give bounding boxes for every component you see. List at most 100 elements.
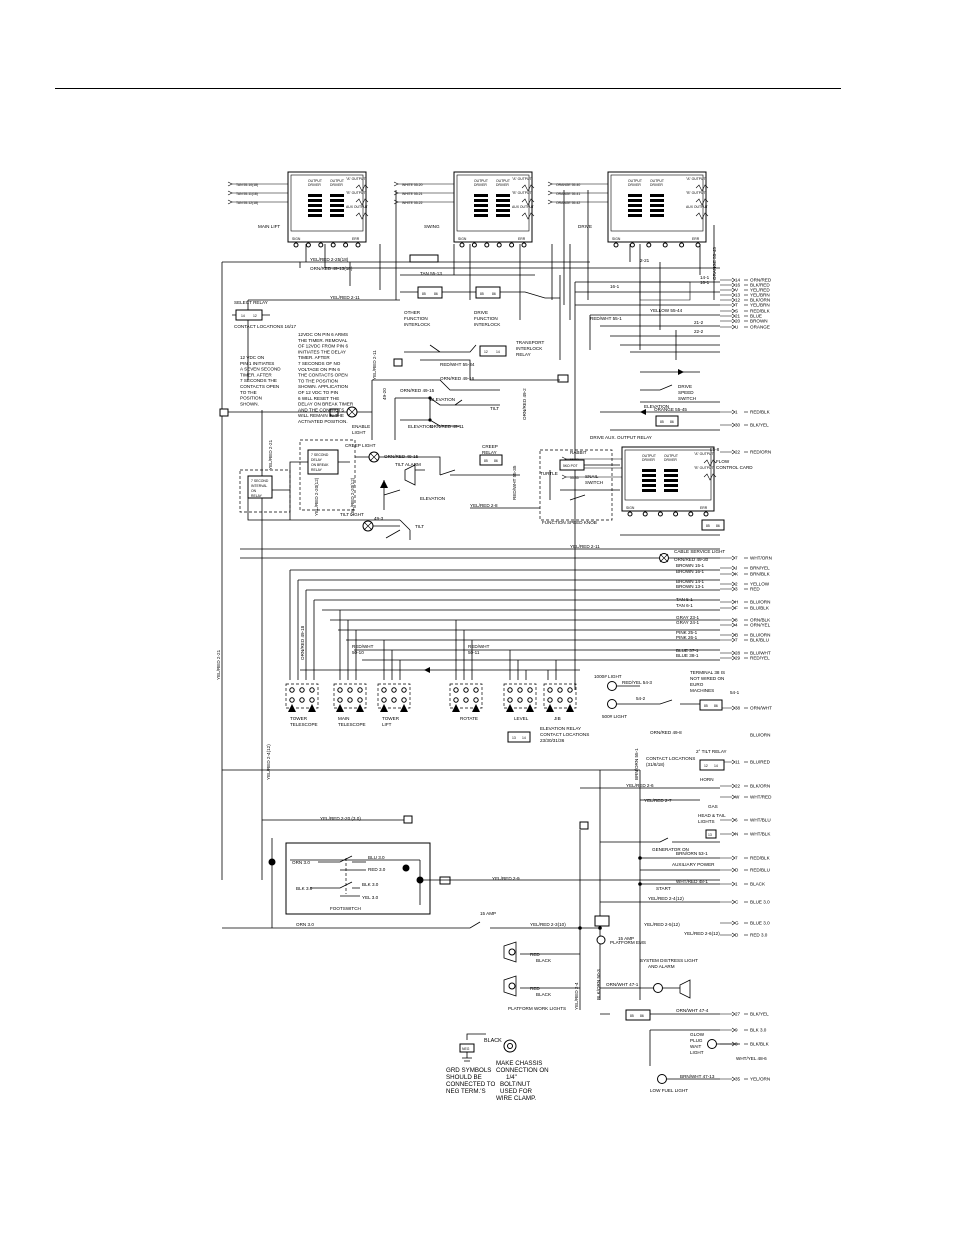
note-line: THE CONTACTS OPEN [298, 373, 348, 378]
svg-text:MAKE CHASSIS: MAKE CHASSIS [496, 1060, 542, 1067]
pin-number: 29 [735, 656, 741, 661]
wire-color: RED/BLU [750, 868, 770, 873]
wire-color: BLK/BLU [750, 638, 769, 643]
delay-relays: 7 SECOND DELAY ON BREAK RELAY 7 SECOND I… [239, 439, 400, 521]
wire-id: TAN 6-1 [676, 603, 693, 608]
driver-label: OUTPUT [308, 179, 322, 183]
svg-text:85: 85 [484, 459, 488, 463]
svg-text:23/30/31/36: 23/30/31/36 [540, 738, 565, 743]
wire-color: YEL/RED [750, 288, 770, 293]
pin-number: 7 [735, 556, 738, 561]
note-line: POSITION [240, 396, 262, 401]
wire-id: BROWN 16-1 [676, 569, 705, 574]
svg-text:ORN/RED 49-16: ORN/RED 49-16 [440, 376, 475, 381]
svg-text:BLACK: BLACK [484, 1038, 502, 1044]
svg-text:BLACK: BLACK [536, 958, 552, 963]
wire-color: BLUE [750, 314, 762, 319]
connector-row: 21 BLUE [720, 314, 762, 319]
pin-number: 28 [735, 651, 741, 656]
input-wire-label: ORANGE 55-41 [556, 192, 580, 196]
pin-number: 21 [735, 314, 741, 319]
svg-text:86: 86 [494, 459, 498, 463]
svg-text:ORN 3.0: ORN 3.0 [296, 922, 314, 927]
pin-number: 6 [735, 818, 738, 823]
wire-color: BLUE 3.0 [750, 921, 770, 926]
ground-notes: NEG BLACK GRD SYMBOLS SHOULD BE CONNECTE… [446, 1033, 549, 1102]
wire-color: BLK/ORN [750, 298, 770, 303]
pin-number: N [735, 832, 738, 837]
svg-text:RED 3.0: RED 3.0 [368, 867, 386, 872]
svg-text:YEL/RED 2-21: YEL/RED 2-21 [216, 649, 221, 680]
valve-label: JIB [554, 716, 561, 721]
pin-number: 7 [735, 856, 738, 861]
svg-text:AND ALARM: AND ALARM [648, 964, 675, 969]
svg-text:50-11: 50-11 [468, 650, 480, 655]
wire-label: 2-21 [640, 258, 650, 263]
wire-color: BLK 3.0 [750, 1028, 767, 1033]
svg-text:YEL/RED 2-20(12): YEL/RED 2-20(12) [350, 477, 355, 516]
svg-text:SWITCH: SWITCH [678, 396, 696, 401]
valve-label: LEVEL [514, 716, 529, 721]
svg-text:SELECT RELAY: SELECT RELAY [234, 300, 268, 305]
glow-lowfuel: GLOW PLUG WAIT LIGHT WHT/YEL 48-6 BRN/WH… [649, 1029, 767, 1093]
wire-id: ORN/RED 49-8 [650, 730, 682, 735]
output-label: "A" OUTPUT [346, 177, 366, 181]
svg-text:WAIT: WAIT [690, 1044, 702, 1049]
svg-text:EURO: EURO [690, 682, 704, 687]
pin-number: 16 [735, 283, 741, 288]
driver-label: OUTPUT [642, 454, 656, 458]
driver-label: OUTPUT [496, 179, 510, 183]
pin-number: 12 [735, 298, 741, 303]
svg-text:RELAY: RELAY [516, 352, 531, 357]
input-wire-label: TAN 55-10(18) [236, 183, 258, 187]
function-speed: 5KΩ POT RABBIT TURTLE SNAIL SWITCH FUNCT… [539, 435, 652, 525]
svg-text:54-2: 54-2 [636, 696, 646, 701]
svg-text:14: 14 [241, 314, 245, 318]
wire-id: PINK 25-1 [676, 630, 698, 635]
valve-label: TOWER [382, 716, 400, 721]
svg-text:TILT LIGHT: TILT LIGHT [340, 512, 364, 517]
wire-label: 22-2 [694, 329, 704, 334]
driver-label: OUTPUT [650, 179, 664, 183]
svg-text:ELEVATION: ELEVATION [644, 404, 669, 409]
pin-number: G [735, 921, 739, 926]
svg-text:FUNCTION: FUNCTION [404, 316, 428, 321]
svg-text:12: 12 [484, 350, 488, 354]
svg-text:ORN/RED 49-15: ORN/RED 49-15 [384, 454, 419, 459]
svg-text:TILT: TILT [415, 524, 424, 529]
driver-label: OUTPUT [628, 179, 642, 183]
module-name: FLOW [716, 459, 730, 464]
pin-number: J [735, 566, 737, 571]
svg-text:85: 85 [704, 704, 708, 708]
svg-text:86: 86 [670, 420, 674, 424]
sign-label: SIGN [292, 237, 301, 241]
svg-text:86: 86 [714, 704, 718, 708]
svg-text:85: 85 [660, 420, 664, 424]
valve-label: ROTATE [460, 716, 478, 721]
wire-id: 14-1 [700, 275, 710, 280]
footswitch: ORN 3.0 BLK 3.0 BLU 3.0 RED 3.0 BLK 3.0 … [285, 842, 431, 915]
driver-label: OUTPUT [330, 179, 344, 183]
svg-text:50-10: 50-10 [352, 650, 364, 655]
svg-text:7 SECOND: 7 SECOND [251, 479, 269, 483]
svg-text:RED: RED [530, 986, 540, 991]
wire-color: RED/BLK [750, 410, 771, 415]
wire-color: WHT/BLU [750, 818, 771, 823]
pin-number: 3 [735, 587, 738, 592]
svg-text:TILT: TILT [490, 406, 499, 411]
output-label: "B" OUTPUT [346, 191, 366, 195]
pin-number: 8 [735, 618, 738, 623]
note-line: WILL REMAIN IN THE [298, 413, 344, 418]
svg-text:FUNCTION: FUNCTION [474, 316, 498, 321]
svg-text:85: 85 [480, 292, 484, 296]
